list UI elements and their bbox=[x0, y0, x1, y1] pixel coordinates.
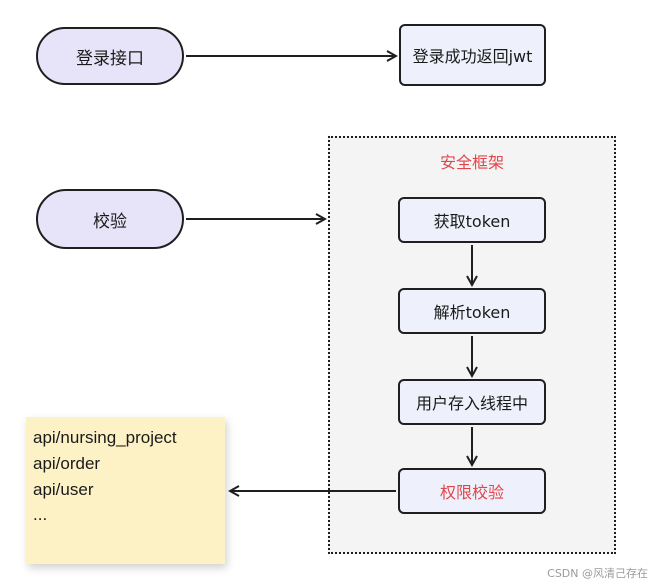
security-framework-title: 安全框架 bbox=[439, 153, 504, 172]
login-api-node: 登录接口 bbox=[36, 27, 184, 85]
api-list-item: api/nursing_project bbox=[33, 428, 177, 447]
get-token-node: 获取token bbox=[398, 197, 546, 243]
permission-check-node: 权限校验 bbox=[398, 468, 546, 514]
verify-node: 校验 bbox=[36, 189, 184, 249]
api-list-item: api/order bbox=[33, 454, 101, 473]
api-list-item: ... bbox=[33, 505, 48, 524]
store-user-node: 用户存入线程中 bbox=[398, 379, 546, 425]
api-list-item: api/user bbox=[33, 480, 94, 499]
watermark: CSDN @风清己存在 bbox=[547, 567, 648, 580]
api-list-note bbox=[26, 417, 225, 564]
login-success-node: 登录成功返回jwt bbox=[399, 24, 546, 86]
parse-token-node: 解析token bbox=[398, 288, 546, 334]
